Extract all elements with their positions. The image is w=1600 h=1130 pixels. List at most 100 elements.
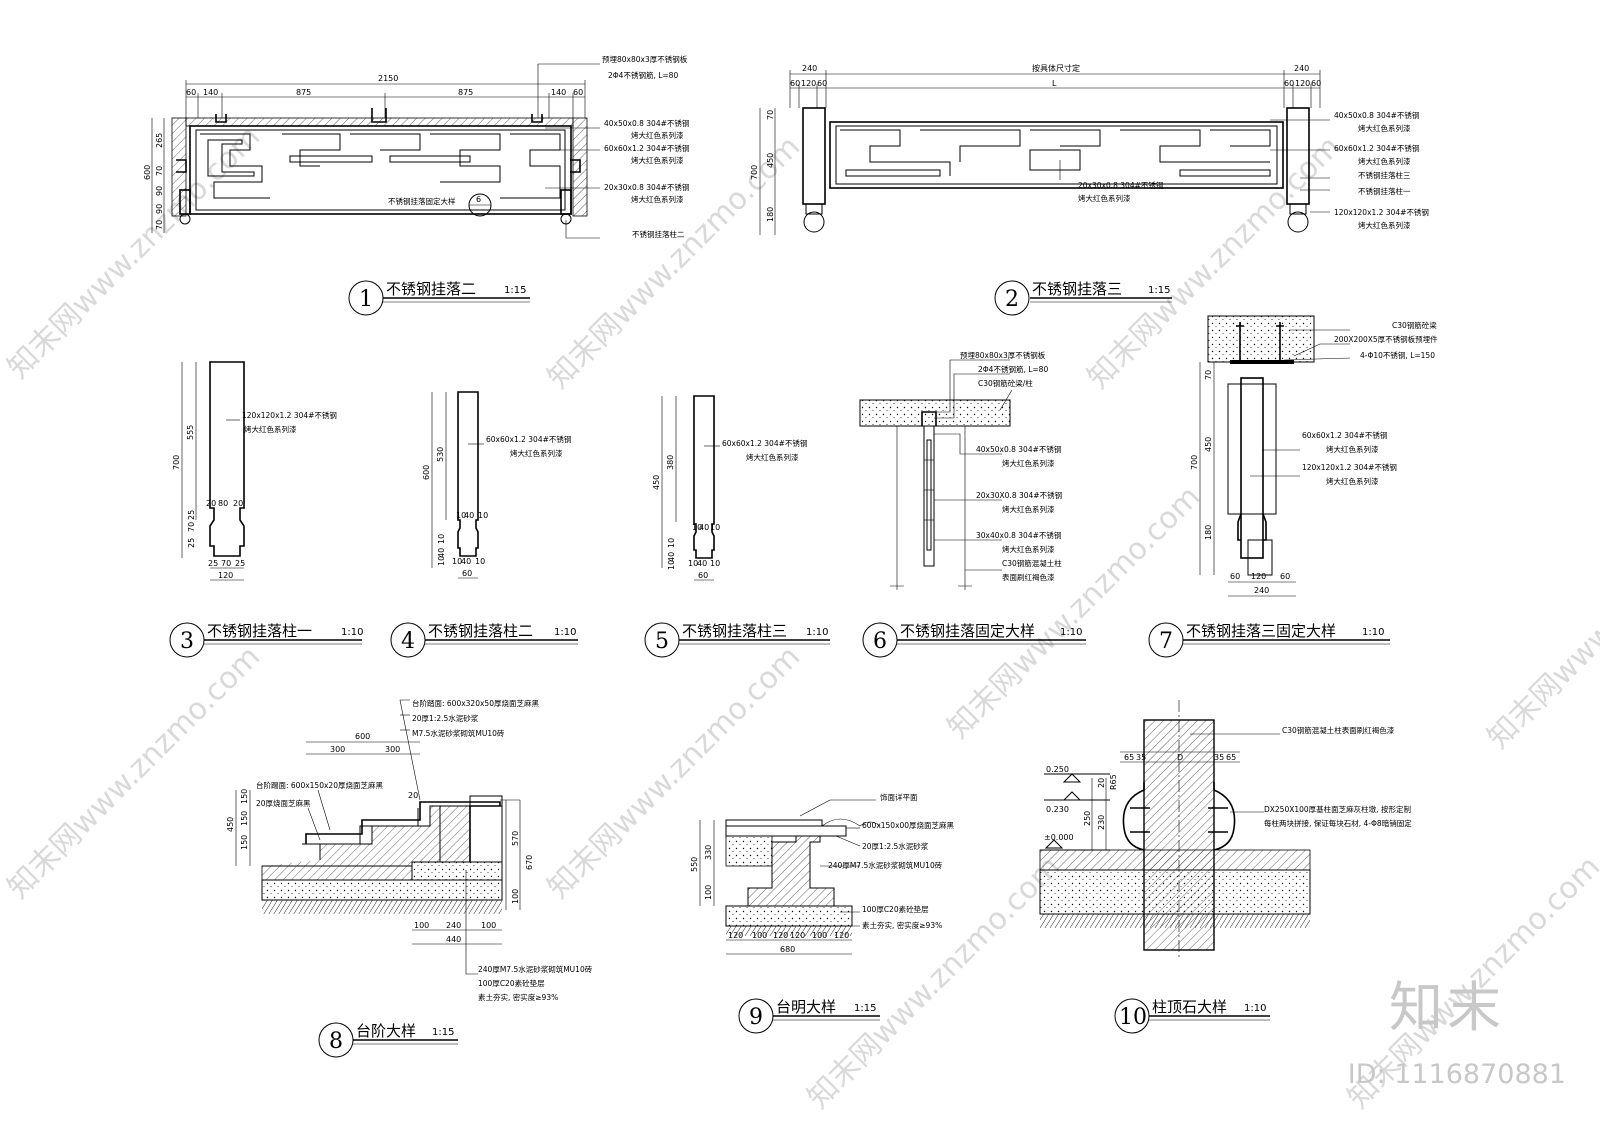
dim-label: 70 (766, 110, 775, 120)
note: 2Φ4不锈钢筋, L=80 (978, 364, 1048, 374)
drawing-7: 700 70 450 180 60 120 60 240 C30钢筋砼梁 200… (1148, 315, 1438, 658)
drawing-title: 柱顶石大样 (1152, 998, 1227, 1016)
note: 60x60x1.2 304#不锈钢 (1334, 143, 1419, 153)
note: 120x120x1.2 304#不锈钢 (1302, 462, 1397, 472)
dim-label: 20 (206, 499, 216, 508)
note: 200X200X5厚不锈钢板预埋件 (1334, 334, 1438, 344)
note: 100厚C20素砼垫层 (478, 978, 545, 988)
dim-label: 700 (1190, 455, 1199, 470)
dim-label: 600 (355, 732, 370, 741)
dim-label: D (1177, 753, 1183, 762)
dim-label: 60 (1284, 79, 1294, 88)
dim-label: 40 (699, 523, 709, 532)
dim-label: 70 (221, 559, 231, 568)
note: 40x50x0.8 304#不锈钢 (976, 444, 1061, 454)
dim-label: 10 (437, 556, 446, 566)
dim-label: 2150 (378, 74, 398, 83)
note: 不锈钢挂落柱一 (1358, 186, 1411, 196)
dim-label: 60 (186, 88, 196, 97)
drawing-number: 10 (1119, 1005, 1147, 1030)
dim-label: 300 (385, 745, 400, 754)
dim-label: 670 (525, 855, 534, 870)
dim-label: 65 (1124, 753, 1134, 762)
note: 预埋80x80x3厚不锈钢板 (602, 54, 688, 64)
note: 20厚1:2.5水泥砂浆 (862, 841, 929, 851)
dim-label: 40 (461, 557, 471, 566)
note: 100厚C20素砼垫层 (862, 904, 929, 914)
note: 30x40x0.8 304#不锈钢 (976, 530, 1061, 540)
watermark: 知末网www.znzmo.com (941, 479, 1207, 745)
dim-label: 240 (1254, 586, 1269, 595)
note: 不锈钢挂落柱三 (1358, 170, 1411, 180)
dim-label: 440 (446, 935, 461, 944)
dim-label: 240 (1294, 64, 1309, 73)
note: 每柱两块拼接, 保证每块石材, 4-Φ8暗销固定 (1264, 818, 1412, 828)
dim-label: 10 (456, 511, 466, 520)
title-circle (994, 280, 1030, 316)
dim-label: 150 (240, 789, 249, 804)
dim-label: 按具体尺寸定 (1032, 63, 1080, 73)
dim-label: 70 (1204, 370, 1213, 380)
drawing-title: 不锈钢挂落二 (386, 280, 476, 298)
note: 烤大红色系列漆 (1326, 444, 1379, 454)
dim-label: 10 (452, 557, 462, 566)
dim-label: 25 (187, 510, 196, 520)
note: 烤大红色系列漆 (1002, 504, 1055, 514)
note: 烤大红色系列漆 (1002, 458, 1055, 468)
note: 20厚1:2.5水泥砂浆 (412, 713, 479, 723)
dim-label: 40 (667, 552, 676, 562)
note: 烤大红色系列漆 (1358, 220, 1411, 230)
dim-label: 60 (790, 79, 800, 88)
note: C30钢筋混凝土柱表面刷红褐色漆 (1282, 725, 1395, 735)
dim-label: 60 (1230, 572, 1240, 581)
dim-label: 60 (817, 79, 827, 88)
note: 烤大红色系列漆 (1358, 156, 1411, 166)
dim-label: 20 (233, 499, 243, 508)
dim-label: 10 (710, 559, 720, 568)
dim-label: 240 (446, 921, 461, 930)
dim-label: 140 (203, 88, 218, 97)
dim-label: 530 (436, 447, 445, 462)
dim-label: 10 (688, 559, 698, 568)
dim-label: 70 (155, 220, 164, 230)
watermark: 知末网www.znzmo.com (1481, 489, 1600, 755)
note: 20x30x0.8 304#不锈钢 (604, 182, 689, 192)
drawing-title: 不锈钢挂落三固定大样 (1186, 622, 1336, 640)
note: 预埋80x80x3厚不锈钢板 (960, 350, 1046, 360)
dim-label: 10 (667, 560, 676, 570)
note: 不锈钢挂落柱二 (632, 229, 685, 239)
watermark: 知末网www.znzmo.com (801, 849, 1067, 1115)
dim-label: 875 (296, 88, 311, 97)
watermark: 知末网www.znzmo.com (1, 119, 267, 385)
dim-label: 70 (187, 522, 196, 532)
dim-label: 450 (226, 817, 235, 832)
dim-label: 140 (551, 88, 566, 97)
dim-label: 35 (1214, 753, 1224, 762)
watermark-layer: 知末网www.znzmo.com 知末网www.znzmo.com 知末网www… (1, 119, 1600, 1115)
dim-label: 150 (240, 835, 249, 850)
drawing-scale: 1:10 (554, 627, 576, 638)
dim-label: 100 (752, 931, 767, 940)
dim-label: 120 (1295, 79, 1310, 88)
dim-label: 60 (1280, 572, 1290, 581)
dim-label: 570 (511, 831, 520, 846)
drawing-3: 700 555 20 80 20 25 70 25 25 70 25 120 1… (169, 361, 363, 658)
note: 烤大红色系列漆 (244, 424, 297, 434)
dim-label: 120 (801, 79, 816, 88)
drawing-number: 9 (749, 1005, 763, 1030)
note: 饰面详平面 (880, 792, 918, 802)
drawing-number: 5 (655, 629, 669, 654)
dim-label: 25 (235, 559, 245, 568)
note: 60x60x1.2 304#不锈钢 (1302, 430, 1387, 440)
dim-label: 450 (1204, 437, 1213, 452)
note: C30钢筋砼梁 (1392, 320, 1437, 330)
note: 120x120x1.2 304#不锈钢 (242, 410, 337, 420)
drawing-title: 不锈钢挂落三 (1032, 280, 1122, 298)
drawing-title: 不锈钢挂落固定大样 (900, 622, 1035, 640)
dim-label: 20 (1097, 778, 1106, 788)
dim-label: 680 (780, 945, 795, 954)
watermark-logo: 知末 (1389, 976, 1505, 1039)
dim-label: 180 (766, 207, 775, 222)
note: 60x60x1.2 304#不锈钢 (486, 434, 571, 444)
